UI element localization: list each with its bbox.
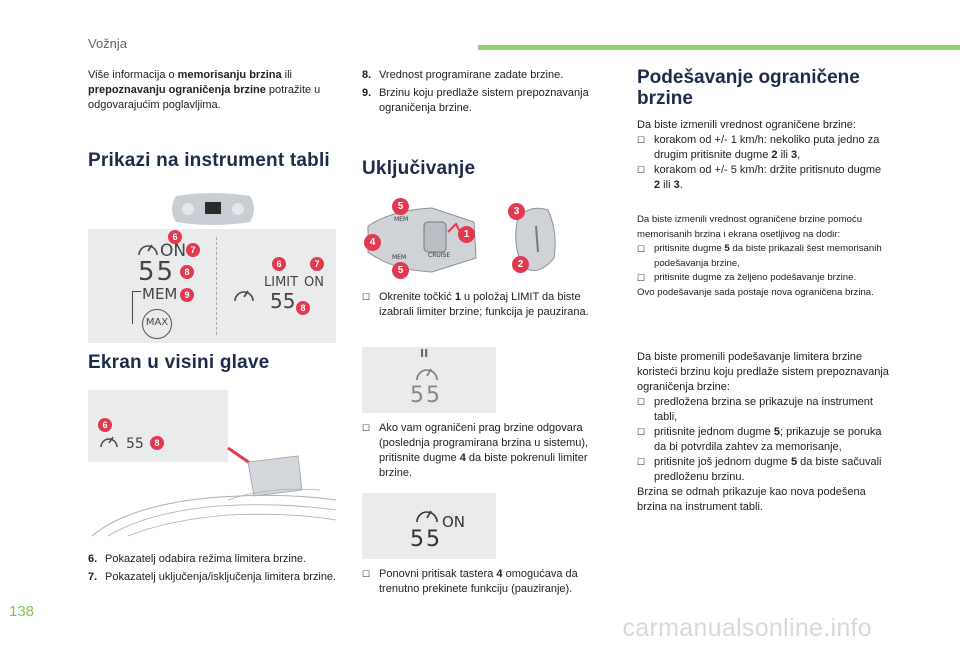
on-indicator: ON [442, 513, 466, 531]
watermark: carmanualsonline.info [622, 614, 872, 642]
page-number: 138 [9, 603, 35, 620]
speedometer-icon [416, 368, 438, 381]
legend-list-1: 6.Pokazatelj odabira režima limitera brz… [88, 552, 338, 585]
heading-activation: Uključivanje [362, 158, 476, 179]
heading-adjust-limit: Podešavanje ograničene brzine [637, 67, 860, 109]
callout-3: 3 [508, 203, 525, 220]
speed-recognition-section: Da biste promenili podešavanje limitera … [637, 351, 889, 513]
legend-item: 7.Pokazatelj uključenja/isključenja limi… [88, 571, 337, 583]
limit-speed: 55 [270, 289, 296, 313]
instrument-cluster-icon [172, 193, 254, 225]
speedometer-icon [234, 290, 254, 302]
speed-limiter-stalk-illustration [367, 207, 556, 273]
legend-list-2: 8.Vrednost programirane zadate brzine. 9… [362, 68, 602, 116]
on-label: ON [160, 241, 187, 261]
callout-1: 1 [458, 226, 475, 243]
callout-2: 2 [512, 256, 529, 273]
footer: carmanualsonline.info [0, 614, 960, 649]
speedometer-icon [138, 244, 158, 256]
hud-speed: 55 [126, 436, 144, 452]
mem-stalk-label: MEM [394, 216, 409, 223]
callout-8: 8 [180, 265, 194, 279]
callout-7: 7 [186, 243, 200, 257]
callout-9: 9 [180, 288, 194, 302]
limit-label: LIMIT [264, 275, 299, 290]
callout-6b: 6 [272, 257, 286, 271]
heading-head-up-display: Ekran u visini glave [88, 352, 270, 373]
callout-6: 6 [168, 230, 182, 244]
dashboard-illustration [91, 446, 337, 537]
set-speed: 55 [138, 257, 176, 287]
chapter-title: Vožnja [88, 36, 128, 51]
limiter-paused-display: II 55 [362, 347, 496, 413]
max-sign: MAX [142, 309, 172, 339]
speedometer-icon [100, 436, 118, 448]
intro-paragraph: Više informacija o memorisanju brzina il… [88, 69, 321, 111]
callout-8c: 8 [150, 436, 164, 450]
callout-4: 4 [364, 234, 381, 251]
hud-panel: 55 6 8 [88, 390, 228, 462]
adjust-section: Da biste izmenili vrednost ograničene br… [637, 119, 882, 191]
on-label-2: ON [304, 275, 324, 290]
legend-item: 8.Vrednost programirane zadate brzine. [362, 69, 564, 81]
activation-step-2: ☐Ako vam ograničeni prag brzine odgovara… [362, 422, 589, 479]
callout-7b: 7 [310, 257, 324, 271]
legend-item: 9.Brzinu koju predlaže sistem prepoznava… [362, 87, 589, 114]
activation-step-3: ☐Ponovni pritisak tastera 4 omogućava da… [362, 568, 578, 595]
speedometer-icon [416, 510, 438, 523]
callout-6c: 6 [98, 418, 112, 432]
legend-item: 6.Pokazatelj odabira režima limitera brz… [88, 553, 307, 565]
limiter-active-display: ON 55 [362, 493, 496, 559]
cruise-label: CRUISE [428, 252, 451, 259]
instrument-display-panel: ON 55 MEM MAX LIMIT ON 55 6 7 8 9 6 7 8 [88, 229, 336, 343]
active-speed: 55 [410, 527, 442, 552]
callout-5b: 5 [392, 262, 409, 279]
chapter-bar [478, 45, 960, 50]
paused-speed: 55 [410, 383, 442, 408]
memorized-speeds-section: Da biste izmenili vrednost ograničene br… [637, 214, 882, 298]
pause-icon: II [420, 347, 429, 360]
heading-instrument-panel: Prikazi na instrument tabli [88, 150, 330, 171]
activation-step-1: ☐Okrenite točkić 1 u položaj LIMIT da bi… [362, 291, 589, 318]
callout-5: 5 [392, 198, 409, 215]
callout-8b: 8 [296, 301, 310, 315]
mem-stalk-label-2: MEM [392, 254, 407, 261]
mem-label: MEM [142, 285, 178, 303]
